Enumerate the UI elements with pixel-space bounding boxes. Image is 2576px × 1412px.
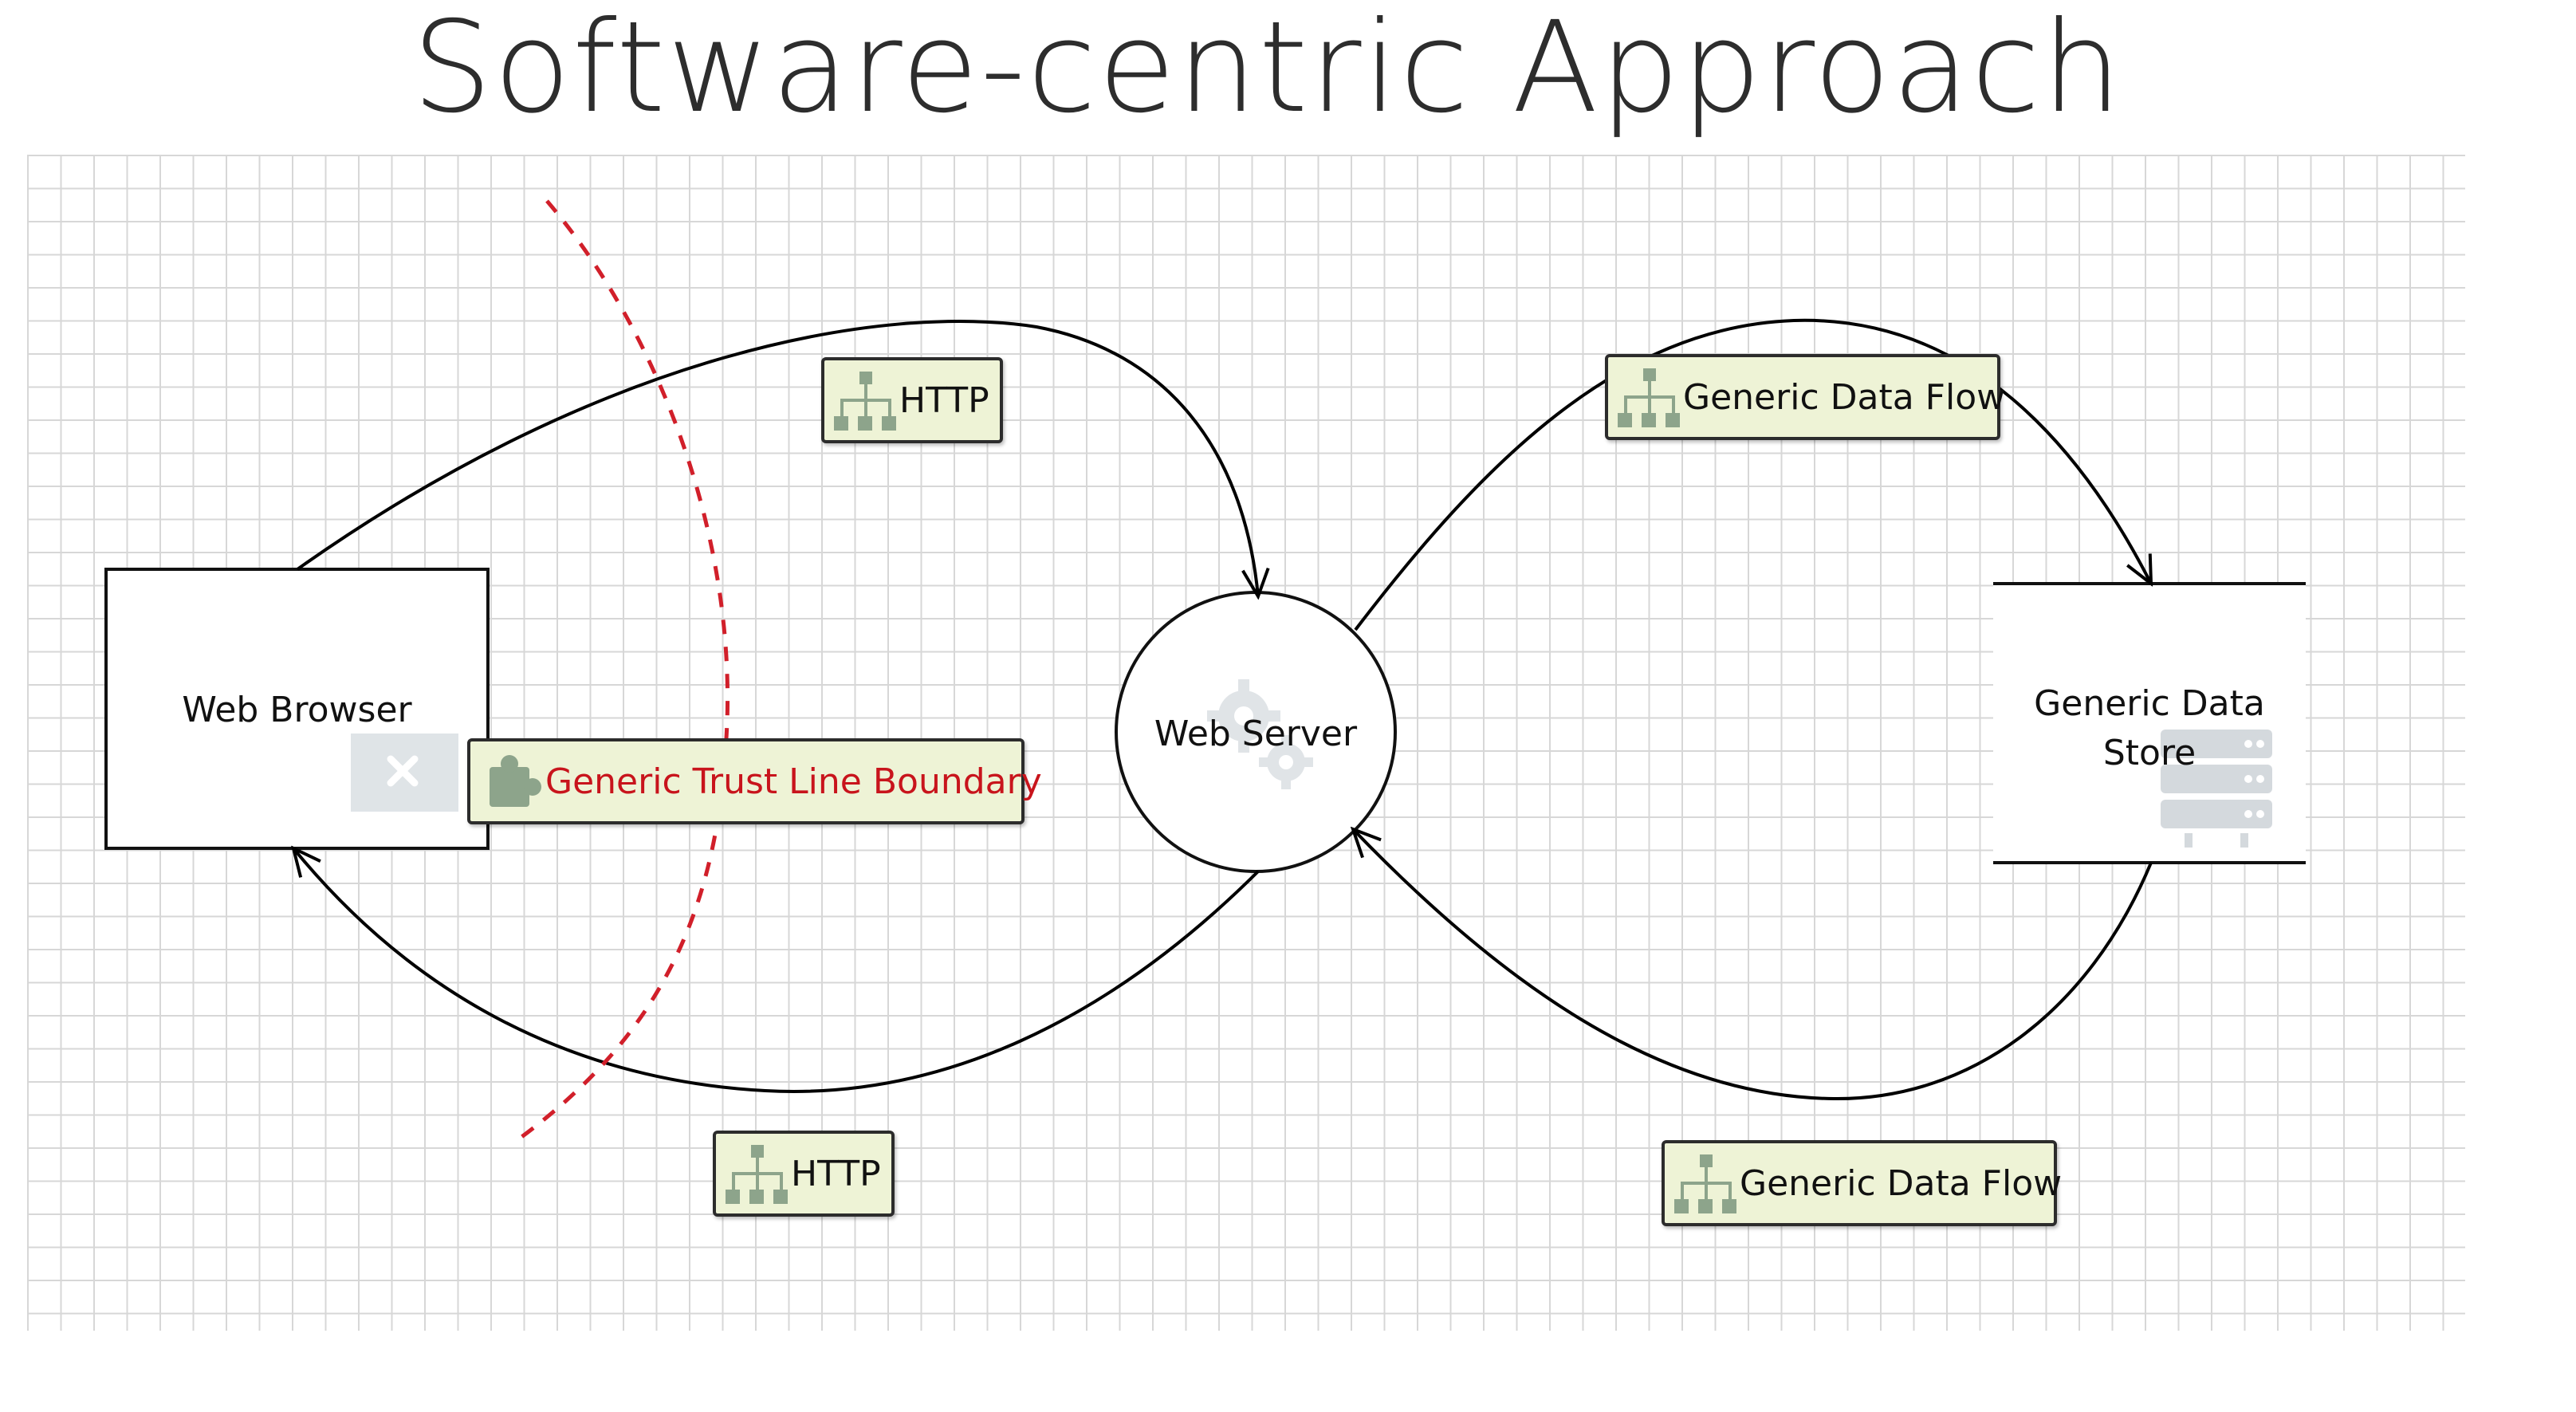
network-tree-icon — [834, 372, 896, 431]
http-response-flow[interactable] — [293, 848, 1260, 1093]
network-tree-icon — [726, 1145, 788, 1204]
data-store-label: Generic Data Store — [2034, 683, 2265, 773]
http-request-flow[interactable] — [296, 320, 1258, 596]
web-server-label: Web Server — [1154, 714, 1358, 754]
puzzle-icon — [490, 755, 541, 807]
data-flow-in-label: Generic Data Flow — [1740, 1162, 2063, 1204]
trust-boundary-label: Generic Trust Line Boundary — [545, 761, 1042, 802]
data-store-background[interactable] — [1993, 584, 2306, 863]
http-request-tag[interactable]: HTTP — [821, 357, 1003, 443]
http-response-tag[interactable]: HTTP — [713, 1131, 895, 1217]
slide-title: Software-centric Approach — [411, 0, 2124, 141]
web-browser-process[interactable] — [104, 568, 490, 850]
web-browser-label: Web Browser — [182, 690, 412, 730]
data-flow-in-tag[interactable]: Generic Data Flow — [1662, 1140, 2062, 1226]
http-request-label: HTTP — [899, 380, 989, 421]
data-flow-out[interactable] — [1354, 318, 2151, 631]
gear-icon — [1192, 668, 1335, 804]
trust-boundary-line[interactable] — [513, 199, 730, 1144]
data-flow-in[interactable] — [1353, 829, 2153, 1101]
database-icon — [2153, 722, 2280, 849]
close-icon — [351, 734, 458, 812]
network-tree-icon — [1618, 368, 1680, 427]
data-flow-out-tag[interactable]: Generic Data Flow — [1605, 354, 2005, 440]
data-flow-out-label: Generic Data Flow — [1683, 376, 2006, 418]
http-response-label: HTTP — [791, 1153, 881, 1194]
network-tree-icon — [1674, 1154, 1736, 1213]
trust-boundary-tag[interactable]: Generic Trust Line Boundary — [467, 738, 1042, 824]
